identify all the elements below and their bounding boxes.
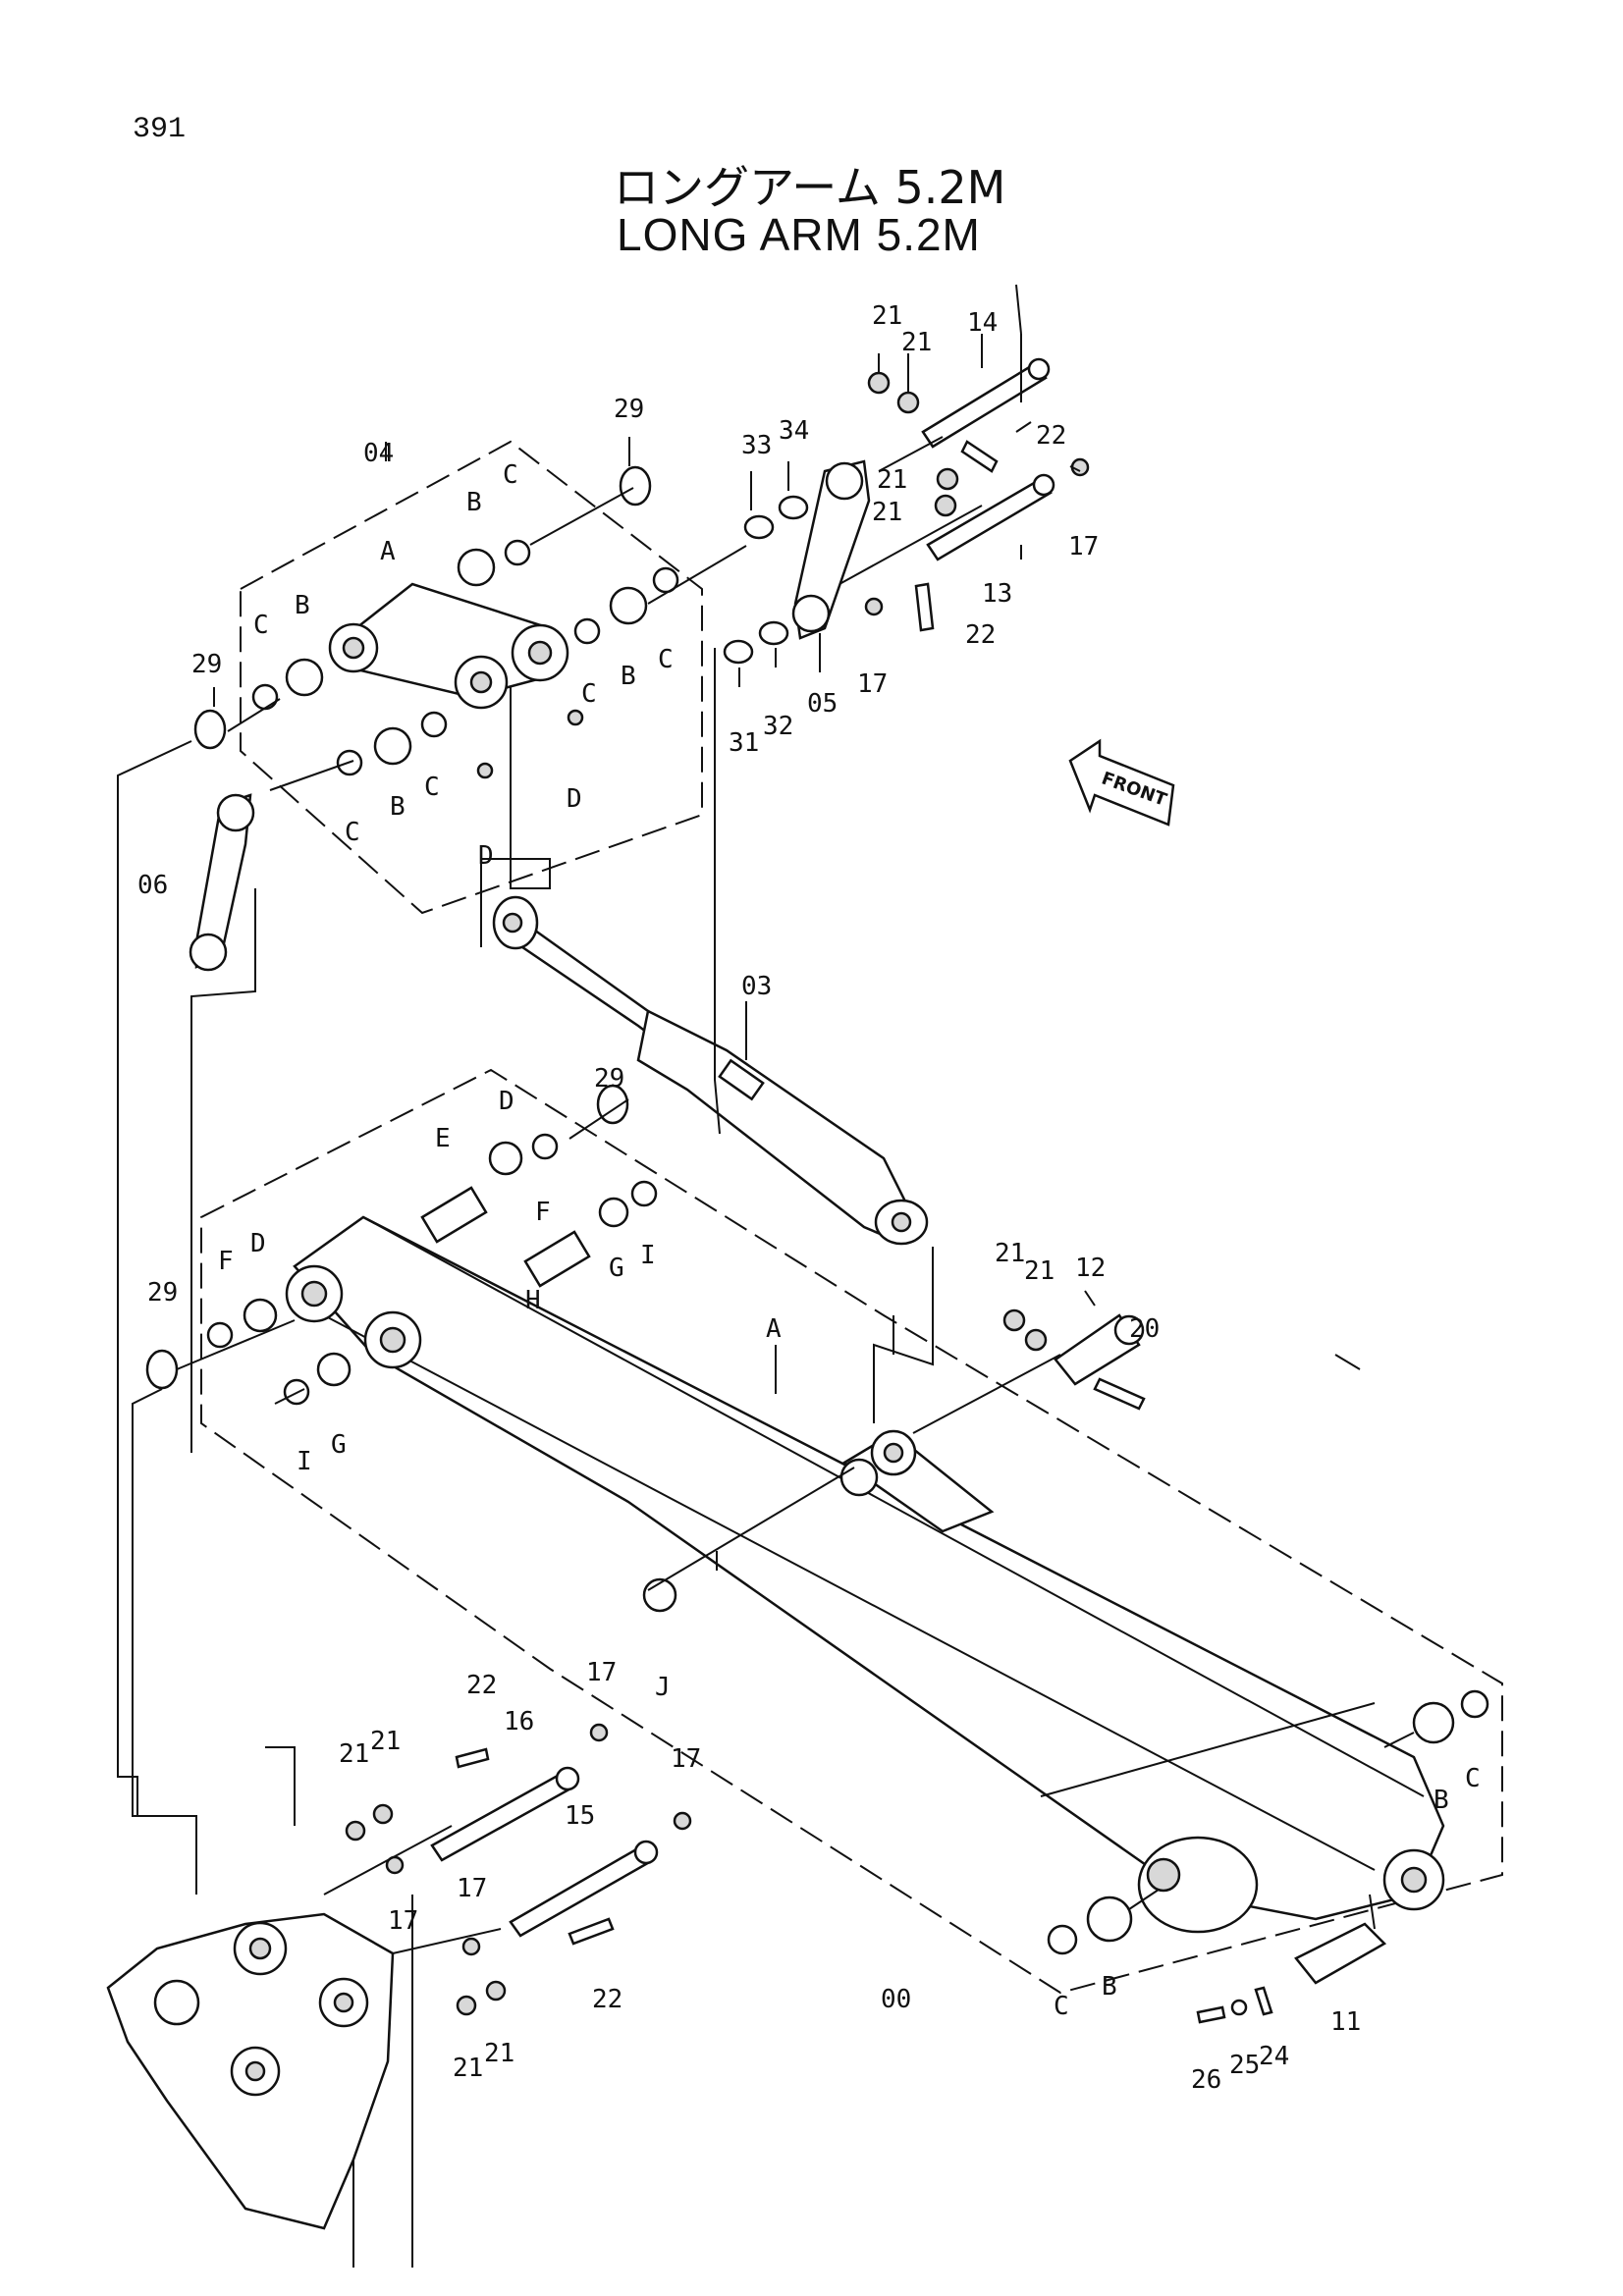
callout-a: A bbox=[380, 537, 396, 566]
title-english: LONG ARM 5.2M bbox=[617, 209, 981, 260]
callout-26: 26 bbox=[1191, 2065, 1221, 2095]
callout-c: C bbox=[253, 611, 269, 640]
callout-c: C bbox=[345, 818, 360, 847]
callout-29: 29 bbox=[614, 395, 644, 424]
callout-21: 21 bbox=[877, 465, 907, 495]
callout-i: I bbox=[297, 1447, 312, 1476]
callout-14: 14 bbox=[967, 308, 998, 338]
callout-16: 16 bbox=[504, 1707, 534, 1736]
callout-22: 22 bbox=[466, 1671, 497, 1700]
callout-22: 22 bbox=[592, 1985, 622, 2014]
callout-d: D bbox=[499, 1087, 514, 1116]
callout-33: 33 bbox=[741, 431, 772, 460]
callout-21: 21 bbox=[484, 2039, 514, 2068]
callout-b: B bbox=[295, 591, 310, 620]
arm-body bbox=[285, 1215, 1445, 1934]
callout-00: 00 bbox=[881, 1985, 911, 2014]
callout-34: 34 bbox=[779, 416, 809, 446]
callout-04: 04 bbox=[363, 439, 394, 468]
callout-21: 21 bbox=[872, 301, 902, 331]
bucket-linkage-outline bbox=[106, 1895, 413, 2268]
group-04-outline bbox=[240, 440, 703, 915]
callout-a: A bbox=[766, 1314, 782, 1344]
callout-21: 21 bbox=[901, 328, 932, 357]
callout-17: 17 bbox=[1068, 532, 1099, 561]
callout-f: F bbox=[218, 1247, 234, 1276]
callout-g: G bbox=[331, 1430, 347, 1460]
callout-31: 31 bbox=[729, 728, 759, 758]
callout-25: 25 bbox=[1229, 2051, 1260, 2080]
callout-h: H bbox=[525, 1286, 541, 1315]
callout-c: C bbox=[581, 679, 597, 709]
callout-17: 17 bbox=[671, 1744, 701, 1774]
callout-i: I bbox=[640, 1241, 656, 1270]
callout-labels: 04 29 C B A C B 29 C B C D D C B C 06 33… bbox=[137, 301, 1481, 2095]
callout-21: 21 bbox=[995, 1239, 1025, 1268]
callout-24: 24 bbox=[1259, 2042, 1289, 2071]
callout-f: F bbox=[535, 1198, 551, 1227]
callout-32: 32 bbox=[763, 712, 793, 741]
title-japanese: ロングアーム 5.2M bbox=[614, 161, 1006, 214]
callout-17: 17 bbox=[586, 1658, 617, 1687]
callout-21: 21 bbox=[1024, 1256, 1055, 1286]
callout-b: B bbox=[466, 488, 482, 517]
page-number: 391 bbox=[133, 113, 187, 146]
callout-05: 05 bbox=[807, 689, 838, 719]
link-06 bbox=[189, 793, 255, 972]
callout-c: C bbox=[1465, 1764, 1481, 1793]
callout-03: 03 bbox=[741, 972, 772, 1001]
callout-c: C bbox=[424, 773, 440, 802]
callout-d: D bbox=[478, 841, 494, 871]
link-05 bbox=[791, 459, 871, 640]
callout-21: 21 bbox=[453, 2054, 483, 2083]
callout-j: J bbox=[655, 1673, 671, 1702]
callout-15: 15 bbox=[565, 1801, 595, 1831]
callout-20: 20 bbox=[1129, 1314, 1160, 1344]
callout-b: B bbox=[1102, 1972, 1117, 2002]
callout-13: 13 bbox=[982, 579, 1012, 609]
callout-22: 22 bbox=[965, 620, 996, 650]
callout-b: B bbox=[621, 662, 636, 691]
callout-29: 29 bbox=[594, 1064, 624, 1094]
callout-06: 06 bbox=[137, 871, 168, 900]
callout-c: C bbox=[1054, 1992, 1069, 2021]
cylinder-03 bbox=[492, 895, 929, 1246]
callout-21: 21 bbox=[872, 498, 902, 527]
callout-29: 29 bbox=[147, 1278, 178, 1308]
callout-21: 21 bbox=[339, 1739, 369, 1769]
callout-g: G bbox=[609, 1254, 624, 1283]
link-04 bbox=[328, 582, 569, 710]
callout-21: 21 bbox=[370, 1727, 401, 1756]
front-direction-arrow: FRONT bbox=[1068, 738, 1175, 827]
small-parts bbox=[145, 357, 1489, 2024]
callout-17: 17 bbox=[857, 669, 888, 699]
callout-22: 22 bbox=[1036, 421, 1066, 451]
callout-d: D bbox=[250, 1229, 266, 1258]
callout-29: 29 bbox=[191, 650, 222, 679]
callout-11: 11 bbox=[1330, 2007, 1361, 2037]
callout-12: 12 bbox=[1075, 1254, 1106, 1283]
callout-b: B bbox=[390, 792, 406, 822]
callout-d: D bbox=[567, 784, 582, 814]
callout-c: C bbox=[658, 645, 674, 674]
callout-b: B bbox=[1434, 1786, 1449, 1815]
callout-17: 17 bbox=[388, 1906, 418, 1936]
callout-c: C bbox=[503, 460, 518, 490]
callout-e: E bbox=[435, 1124, 451, 1153]
leader-lines bbox=[117, 284, 1415, 1954]
callout-17: 17 bbox=[457, 1874, 487, 1903]
group-00-outline bbox=[200, 1068, 1503, 1995]
